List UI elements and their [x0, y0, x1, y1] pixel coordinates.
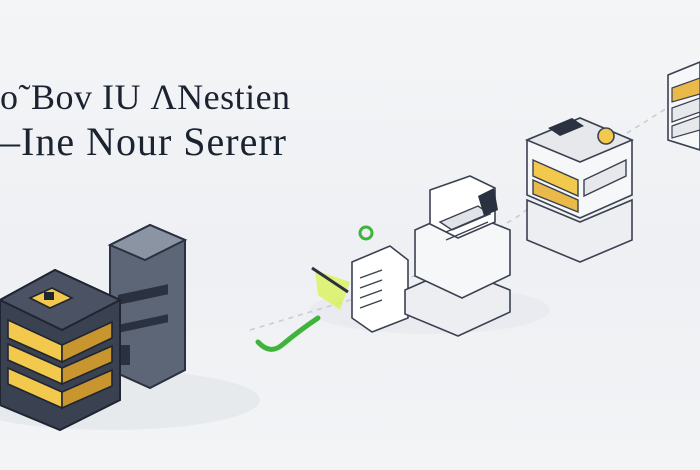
server-rack-icon [0, 223, 188, 432]
lime-glow [315, 270, 350, 310]
headline-line-2: –Ine Nour Sererr [0, 119, 287, 164]
rack-drawer [7, 342, 113, 386]
pointer-line [311, 266, 349, 294]
rack-drawer [7, 366, 113, 410]
server-rack-icon [667, 61, 700, 151]
green-dot [358, 225, 374, 241]
storage-unit-icon [524, 117, 635, 263]
printer-icon [404, 175, 511, 337]
headline-line-1: o˜Bov IU ɅNestien [0, 77, 291, 117]
checkmark-icon [255, 315, 321, 352]
document-stack-icon [351, 245, 409, 333]
rack-drawer [7, 318, 113, 364]
